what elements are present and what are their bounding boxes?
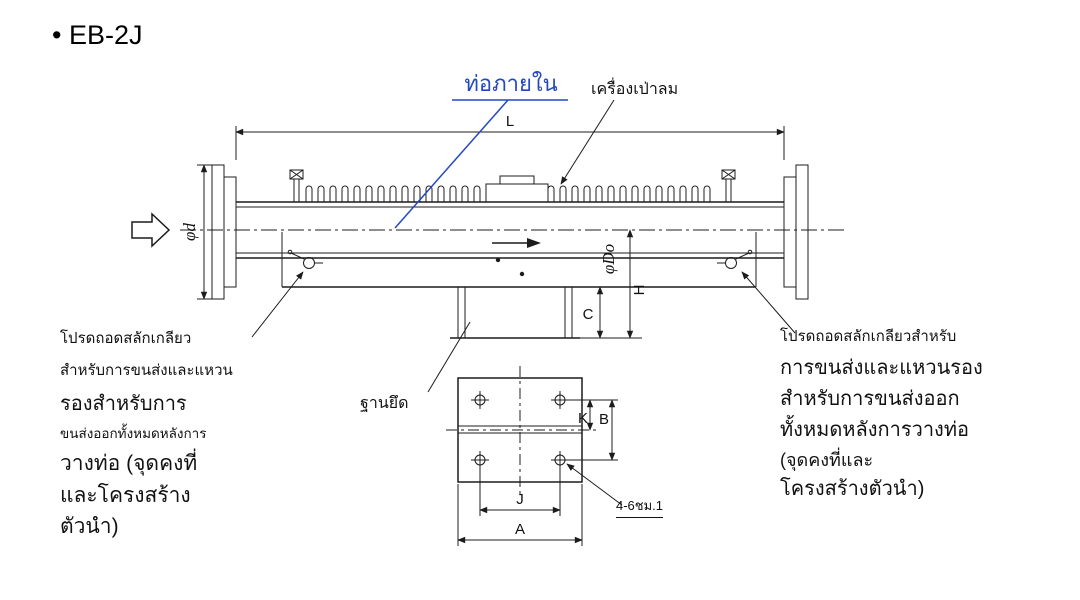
right-note-block: โปรดถอดสลักเกลียวสำหรับ การขนส่งและแหวนร…	[780, 328, 1020, 508]
dim-label-K: K	[578, 410, 588, 427]
inlet-flow-arrow-icon	[131, 212, 171, 248]
right-flange	[783, 164, 809, 300]
note-line: สำหรับการขนส่งออก	[780, 387, 960, 410]
dim-label-phi-Do: φDo	[599, 244, 618, 274]
note-line: วางท่อ (จุดคงที่	[60, 452, 198, 476]
note-line: การขนส่งและแหวนรอง	[780, 356, 983, 379]
inner-pipe-label: ท่อภายใน	[464, 71, 558, 96]
page-title: • EB-2J	[52, 20, 143, 50]
pedestal	[450, 287, 642, 339]
bellows-right	[547, 185, 716, 203]
dim-label-A: A	[515, 521, 525, 538]
base-mount-label: ฐานยึด	[360, 395, 409, 412]
dimension-phi-Do: φDo	[599, 244, 618, 274]
dim-label-C: C	[583, 306, 594, 323]
dimension-H: H	[626, 229, 648, 339]
note-line: (จุดคงที่และ	[780, 449, 874, 470]
note-line: โครงสร้างตัวนำ)	[780, 478, 925, 501]
dimension-L: L	[235, 113, 785, 160]
bolt-holes-note: 4-6ชม.1	[616, 495, 664, 518]
note-line: และโครงสร้าง	[60, 483, 191, 507]
outer-casing	[281, 232, 757, 288]
drain-cock-left	[287, 249, 323, 269]
dimension-C: C	[583, 286, 604, 339]
note-line: ขนส่งออกทั้งหมดหลังการ	[60, 425, 207, 441]
dim-label-J: J	[516, 491, 524, 508]
dim-label-B: B	[599, 411, 609, 428]
left-note-block: โปรดถอดสลักเกลียว สำหรับการขนส่งและแหวน …	[60, 330, 290, 545]
leader-lines	[251, 99, 796, 506]
bellows-left	[305, 185, 486, 203]
base-plate-view: K B J A	[446, 366, 618, 546]
transport-bolt-right	[721, 169, 736, 202]
dim-label-H: H	[631, 285, 648, 296]
blower-label: เครื่องเป่าลม	[591, 81, 679, 98]
note-line: ตัวนำ)	[60, 514, 119, 538]
note-line: โปรดถอดสลักเกลียว	[60, 330, 192, 347]
note-line: รองสำหรับการ	[60, 392, 187, 415]
center-collar	[485, 175, 549, 203]
drain-cock-right	[717, 249, 753, 269]
dimension-phi-d: φd	[180, 164, 212, 300]
left-flange	[211, 164, 237, 300]
note-line: ทั้งหมดหลังการวางท่อ	[780, 418, 970, 441]
dim-label-phi-d: φd	[180, 223, 199, 241]
dim-label-L: L	[506, 113, 514, 130]
bolt-hole	[471, 391, 489, 409]
note-line: โปรดถอดสลักเกลียวสำหรับ	[780, 328, 957, 345]
mid-flow-arrow-icon	[492, 238, 541, 277]
note-line: สำหรับการขนส่งและแหวน	[60, 361, 233, 379]
transport-bolt-left	[289, 169, 304, 202]
